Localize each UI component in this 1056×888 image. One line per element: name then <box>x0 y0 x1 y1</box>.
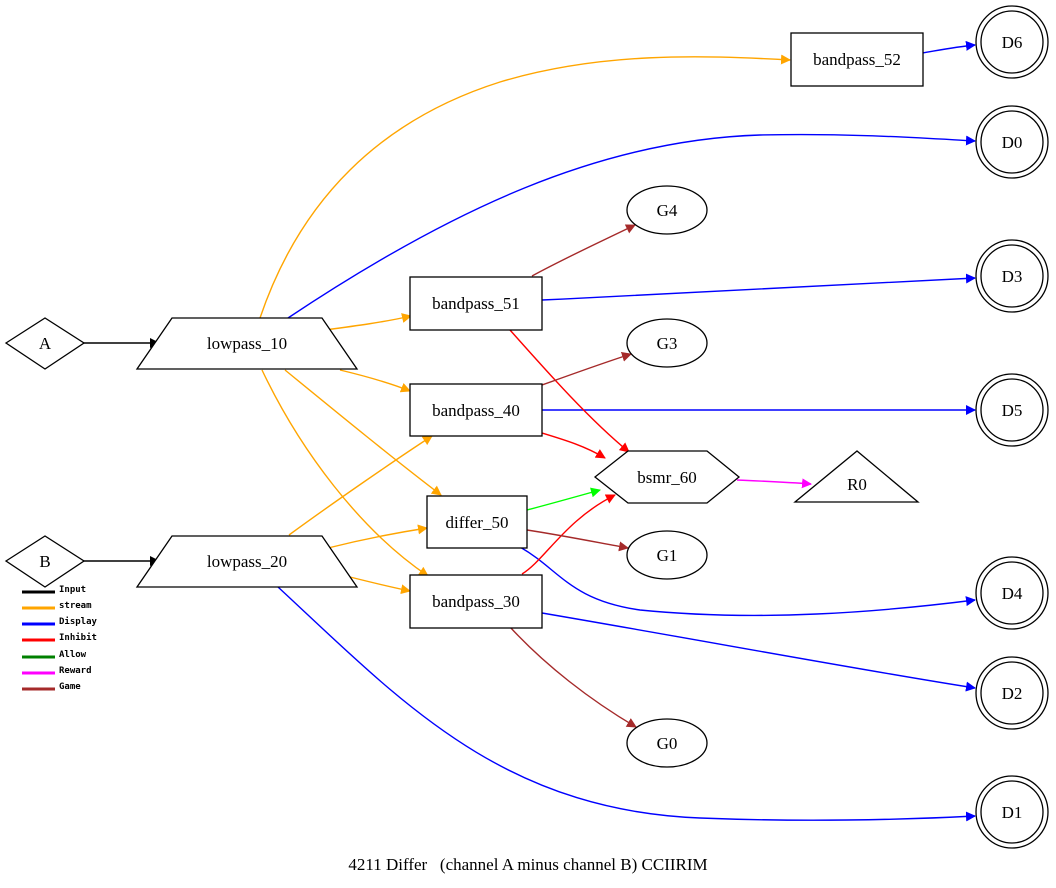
node-bsmr-60: bsmr_60 <box>593 450 741 504</box>
node-D6-label: D6 <box>1002 33 1023 52</box>
diagram-caption: 4211 Differ (channel A minus channel B) … <box>348 855 707 874</box>
node-D3: D3 <box>975 239 1049 313</box>
edge-bandpass30-bsmr60 <box>521 494 616 575</box>
node-G1: G1 <box>626 530 708 580</box>
edge-bandpass40-bsmr60 <box>541 432 606 459</box>
node-bandpass-40: bandpass_40 <box>409 383 543 437</box>
node-D1-label: D1 <box>1002 803 1023 822</box>
node-bandpass-52: bandpass_52 <box>790 32 924 87</box>
legend-label-reward: Reward <box>59 666 92 676</box>
node-G3-label: G3 <box>657 334 678 353</box>
node-R0: R0 <box>793 450 920 503</box>
node-bandpass-52-label: bandpass_52 <box>813 50 901 69</box>
node-D2-label: D2 <box>1002 684 1023 703</box>
node-bandpass-51-label: bandpass_51 <box>432 294 520 313</box>
edge-lowpass10-bandpass30 <box>261 369 429 577</box>
edge-lowpass10-bandpass51 <box>324 313 412 331</box>
edge-bandpass51-G4 <box>531 224 636 277</box>
legend-item-reward: Reward <box>22 666 92 676</box>
node-D6: D6 <box>975 5 1049 79</box>
edge-bandpass51-D3 <box>541 273 976 301</box>
node-G3: G3 <box>626 318 708 368</box>
node-D3-label: D3 <box>1002 267 1023 286</box>
node-lowpass-10: lowpass_10 <box>135 317 359 370</box>
legend-label-stream: stream <box>59 601 92 611</box>
node-lowpass-10-label: lowpass_10 <box>207 334 287 353</box>
edge-bandpass40-G3 <box>541 352 632 386</box>
legend-label-input: Input <box>59 585 86 595</box>
node-differ-50-label: differ_50 <box>446 513 509 532</box>
node-bandpass-30-label: bandpass_30 <box>432 592 520 611</box>
edge-bandpass30-G0 <box>509 626 637 728</box>
edge-differ50-bsmr60 <box>526 487 601 511</box>
edge-lowpass10-differ50 <box>284 369 442 496</box>
node-lowpass-20-label: lowpass_20 <box>207 552 287 571</box>
edge-lowpass20-D1 <box>277 586 976 822</box>
legend-item-inhibit: Inhibit <box>22 632 97 643</box>
node-G0: G0 <box>626 718 708 768</box>
node-D1: D1 <box>975 775 1049 849</box>
node-bandpass-51: bandpass_51 <box>409 276 543 331</box>
legend-label-display: Display <box>59 616 98 627</box>
node-A-label: A <box>39 334 52 353</box>
node-G4-label: G4 <box>657 201 678 220</box>
node-D4: D4 <box>975 556 1049 630</box>
node-D5-label: D5 <box>1002 401 1023 420</box>
node-D5: D5 <box>975 373 1049 447</box>
node-D2: D2 <box>975 656 1049 730</box>
legend-item-game: Game <box>22 682 81 692</box>
edge-bandpass51-bsmr60 <box>509 329 630 453</box>
node-differ-50: differ_50 <box>426 495 528 549</box>
edge-lowpass20-bandpass40 <box>288 435 433 536</box>
edge-lowpass10-bandpass52 <box>259 54 791 319</box>
node-D0: D0 <box>975 105 1049 179</box>
node-G1-label: G1 <box>657 546 678 565</box>
node-B-label: B <box>39 552 50 571</box>
node-R0-label: R0 <box>847 475 867 494</box>
edge-differ50-D4 <box>519 546 976 617</box>
legend-item-input: Input <box>22 585 86 595</box>
node-B: B <box>4 535 86 588</box>
edge-bandpass52-D6 <box>921 40 976 54</box>
legend-item-display: Display <box>22 616 98 627</box>
edge-bsmr60-R0 <box>736 478 812 489</box>
node-D0-label: D0 <box>1002 133 1023 152</box>
node-D4-label: D4 <box>1002 584 1023 603</box>
node-lowpass-20: lowpass_20 <box>135 535 359 588</box>
nodes: A B lowpass_10 lowpass_20 bandpass_51 ba… <box>4 5 1049 849</box>
legend-label-game: Game <box>59 682 81 692</box>
node-G0-label: G0 <box>657 734 678 753</box>
edge-differ50-G1 <box>526 529 629 552</box>
edge-lowpass20-differ50 <box>327 524 428 549</box>
edge-bandpass30-D2 <box>541 612 976 692</box>
legend-label-inhibit: Inhibit <box>59 632 97 643</box>
legend-item-stream: stream <box>22 601 92 611</box>
node-bsmr-60-label: bsmr_60 <box>637 468 697 487</box>
node-bandpass-40-label: bandpass_40 <box>432 401 520 420</box>
legend: Input stream Display Inhibit Allow Rewar… <box>22 585 98 692</box>
legend-label-allow: Allow <box>59 650 87 660</box>
edge-lowpass10-bandpass40 <box>339 369 411 393</box>
node-A: A <box>4 317 86 370</box>
edge-lowpass20-bandpass30 <box>349 576 411 595</box>
edges <box>83 40 976 822</box>
legend-item-allow: Allow <box>22 650 87 660</box>
node-G4: G4 <box>626 185 708 235</box>
node-bandpass-30: bandpass_30 <box>409 574 543 629</box>
edge-lowpass10-D0 <box>287 133 976 319</box>
